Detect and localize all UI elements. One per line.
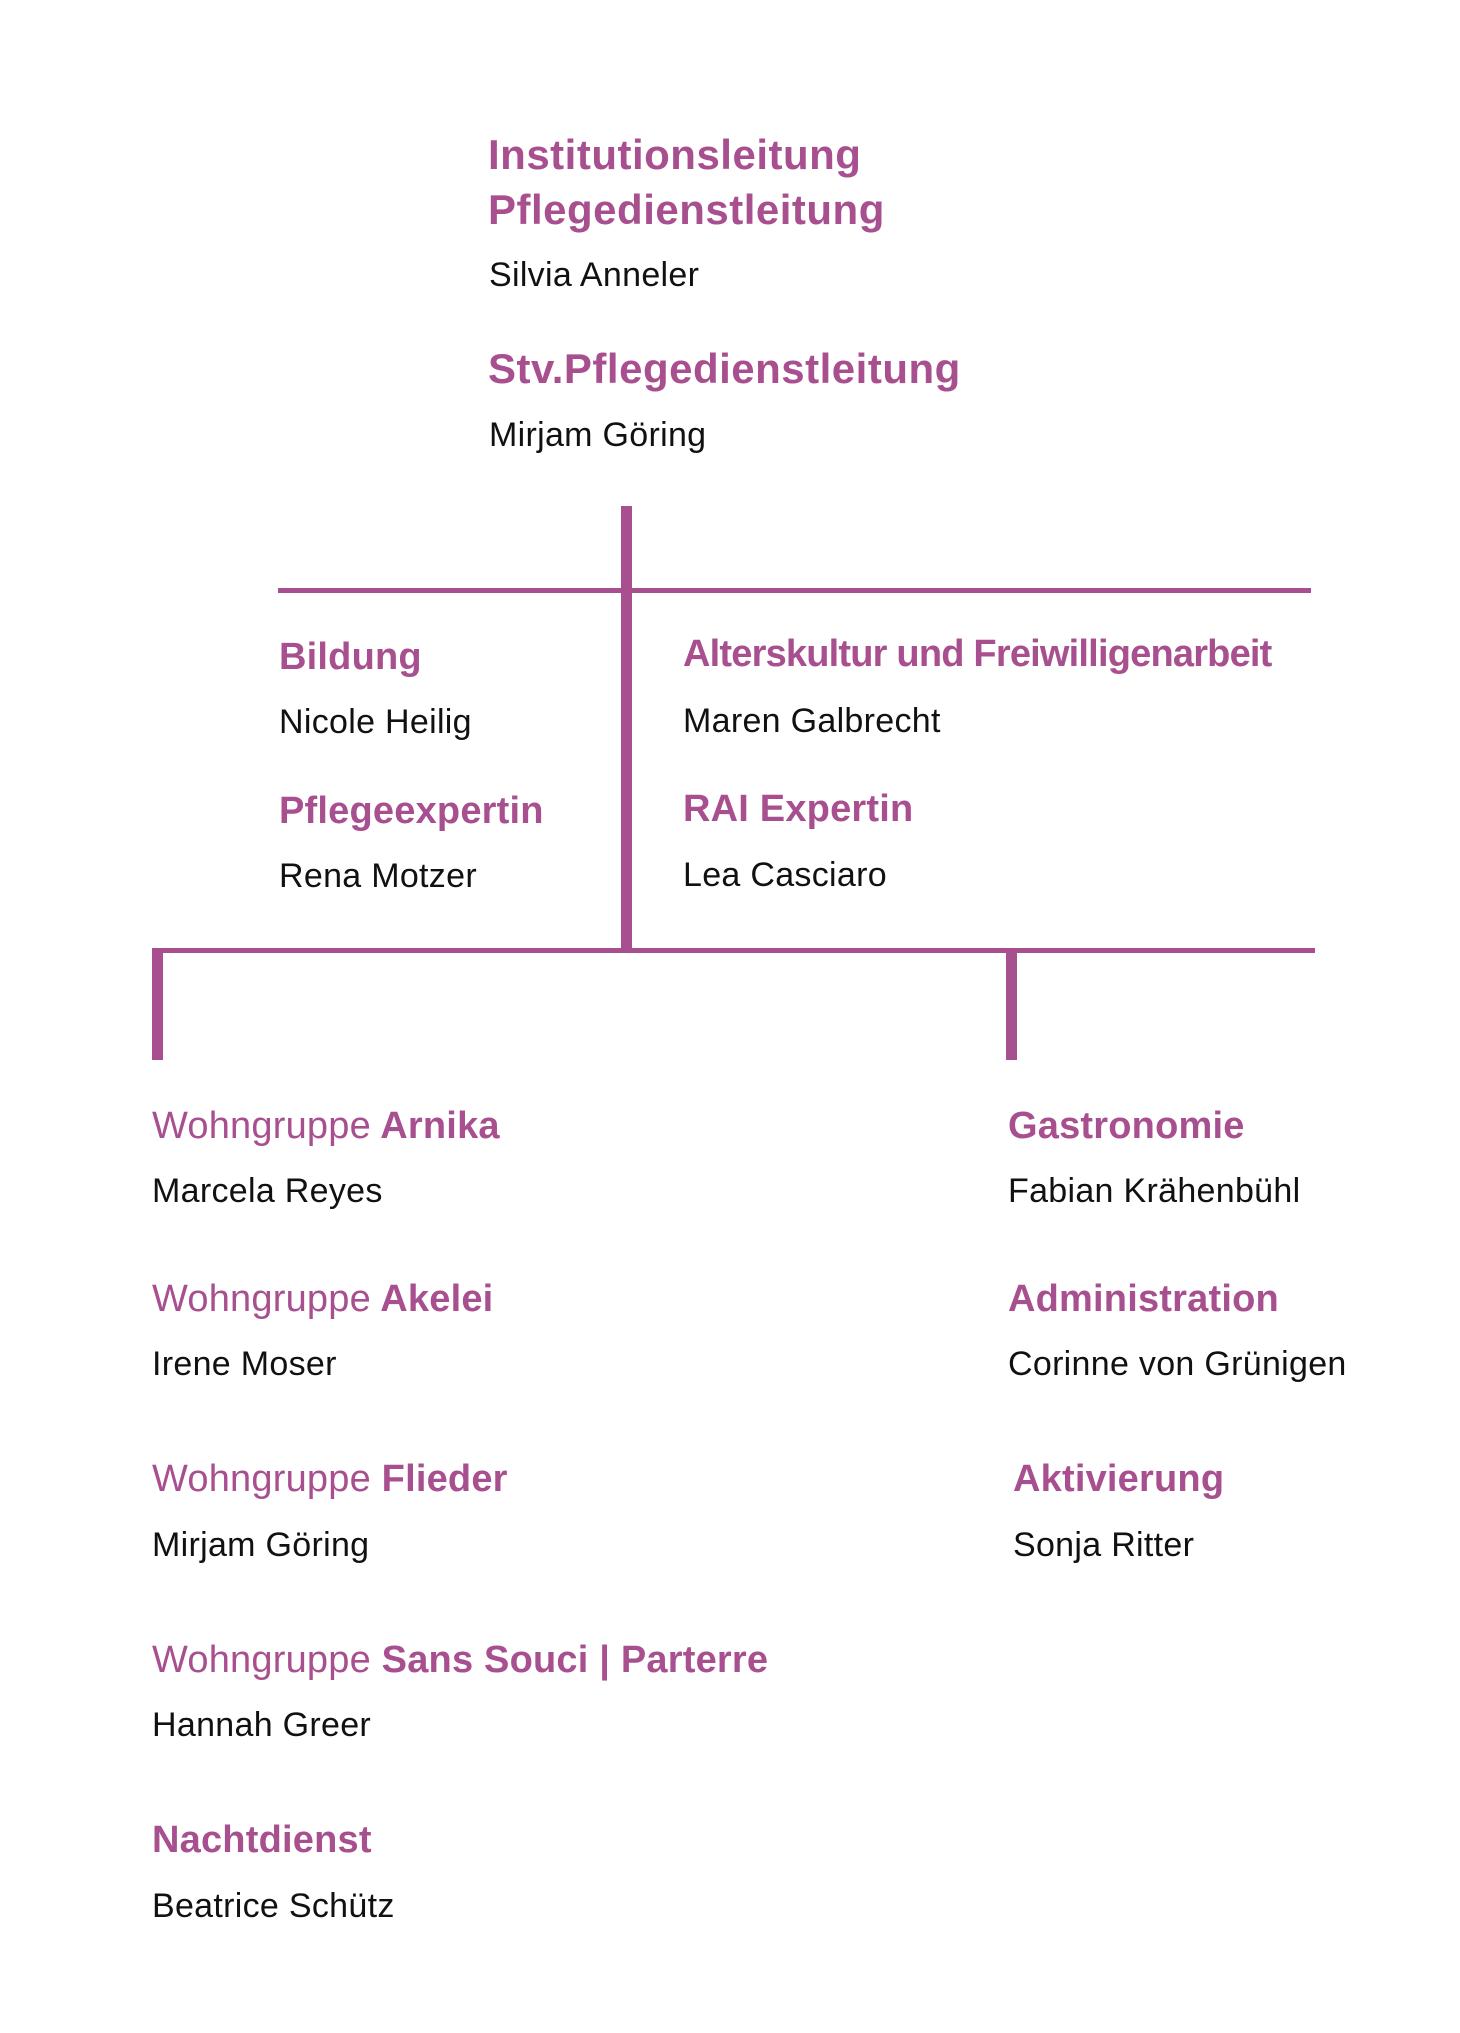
staff-name: Nicole Heilig xyxy=(279,703,472,741)
staff-title-pflegeexpertin: Pflegeexpertin xyxy=(279,790,544,832)
groups-drop-line xyxy=(152,948,163,1060)
trunk-line xyxy=(621,506,632,953)
leadership-title-1: Institutionsleitung xyxy=(488,131,862,178)
group-lead-name: Mirjam Göring xyxy=(152,1526,370,1564)
service-name: Corinne von Grünigen xyxy=(1008,1345,1347,1383)
staff-name: Rena Motzer xyxy=(279,857,477,895)
staff-title-bildung: Bildung xyxy=(279,636,422,678)
group-name: Sans Souci | Parterre xyxy=(381,1639,769,1681)
staff-branch-line xyxy=(278,588,1311,593)
group-title-arnika: Wohngruppe Arnika xyxy=(152,1107,500,1145)
group-title-flieder: Wohngruppe Flieder xyxy=(152,1460,508,1498)
group-prefix: Wohngruppe xyxy=(152,1639,371,1681)
group-lead-name: Marcela Reyes xyxy=(152,1172,383,1210)
service-name: Fabian Krähenbühl xyxy=(1008,1172,1301,1210)
staff-name: Maren Galbrecht xyxy=(683,702,941,740)
group-prefix: Wohngruppe xyxy=(152,1278,371,1320)
staff-title-rai-expertin: RAI Expertin xyxy=(683,788,914,830)
service-title-gastronomie: Gastronomie xyxy=(1008,1105,1245,1147)
group-prefix: Wohngruppe xyxy=(152,1458,371,1500)
group-title-akelei: Wohngruppe Akelei xyxy=(152,1280,493,1318)
group-name: Akelei xyxy=(380,1278,494,1320)
service-title-administration: Administration xyxy=(1008,1278,1279,1320)
staff-title-alterskultur: Alterskultur und Freiwilligenarbeit xyxy=(683,633,1272,675)
group-lead-name: Irene Moser xyxy=(152,1345,337,1383)
night-service-name: Beatrice Schütz xyxy=(152,1887,395,1925)
deputy-name: Mirjam Göring xyxy=(489,416,707,454)
services-drop-line xyxy=(1006,948,1017,1060)
lower-branch-line xyxy=(152,948,1315,953)
staff-name: Lea Casciaro xyxy=(683,856,887,894)
night-service-title: Nachtdienst xyxy=(152,1819,372,1861)
deputy-title: Stv.Pflegedienstleitung xyxy=(488,345,961,392)
leadership-name: Silvia Anneler xyxy=(489,256,700,294)
service-title-aktivierung: Aktivierung xyxy=(1013,1458,1225,1500)
service-name: Sonja Ritter xyxy=(1013,1526,1195,1564)
group-title-sans-souci: Wohngruppe Sans Souci | Parterre xyxy=(152,1641,768,1679)
group-name: Flieder xyxy=(381,1458,508,1500)
group-name: Arnika xyxy=(380,1105,500,1147)
group-prefix: Wohngruppe xyxy=(152,1105,371,1147)
leadership-title-2: Pflegedienstleitung xyxy=(488,186,885,233)
group-lead-name: Hannah Greer xyxy=(152,1706,372,1744)
